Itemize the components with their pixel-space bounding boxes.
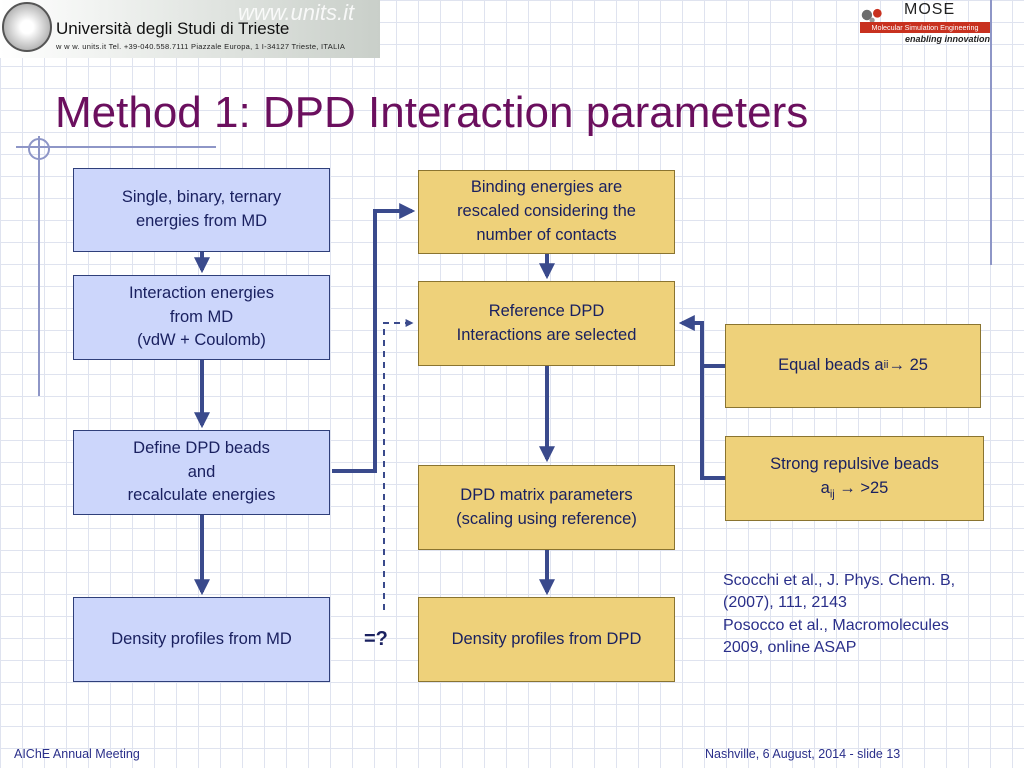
university-contact: w w w. units.it Tel. +39-040.558.7111 Pi… bbox=[56, 42, 346, 51]
mose-mark-icon bbox=[861, 8, 882, 23]
arrow-beads-to-binding bbox=[332, 203, 416, 473]
slide-title: Method 1: DPD Interaction parameters bbox=[55, 88, 809, 137]
box-reference-dpd: Reference DPD Interactions are selected bbox=[418, 281, 675, 366]
url-watermark: www.units.it bbox=[238, 0, 355, 25]
box-strong-repulsive: Strong repulsive beads aij → >25 bbox=[725, 436, 984, 521]
university-name: Università degli Studi di Trieste bbox=[56, 19, 290, 38]
strong-repulsive-line2: aij → >25 bbox=[821, 477, 889, 503]
equal-beads-prefix: Equal beads a bbox=[778, 356, 884, 375]
footer-meeting: AIChE Annual Meeting bbox=[14, 747, 140, 761]
equal-beads-subscript: ii bbox=[883, 359, 889, 372]
dashed-arrow-to-reference bbox=[383, 319, 414, 610]
strong-repulsive-line1: Strong repulsive beads bbox=[770, 455, 939, 474]
box-density-md: Density profiles from MD bbox=[73, 597, 330, 682]
strong-repulsive-subscript: ij bbox=[829, 488, 835, 501]
decorative-vertical-line bbox=[990, 0, 992, 265]
comparison-symbol: =? bbox=[364, 628, 388, 650]
reference-note: Scocchi et al., J. Phys. Chem. B, (2007)… bbox=[723, 572, 956, 657]
box-density-dpd: Density profiles from DPD bbox=[418, 597, 675, 682]
title-vertical-rule bbox=[38, 136, 40, 396]
box-md-energies: Single, binary, ternary energies from MD bbox=[73, 168, 330, 252]
box-interaction-energies: Interaction energies from MD (vdW + Coul… bbox=[73, 275, 330, 360]
box-binding-energies: Binding energies are rescaled considerin… bbox=[418, 170, 675, 254]
line-strong-beads-join bbox=[700, 366, 725, 480]
title-underline bbox=[16, 146, 216, 148]
lab-name: MOSE bbox=[904, 1, 956, 18]
strong-repulsive-prefix: a bbox=[820, 479, 830, 498]
box-define-beads: Define DPD beads and recalculate energie… bbox=[73, 430, 330, 515]
title-circle-ornament bbox=[28, 138, 50, 160]
arrow-equal-beads-to-reference bbox=[678, 315, 725, 368]
box-matrix-parameters: DPD matrix parameters (scaling using ref… bbox=[418, 465, 675, 550]
university-seal-icon bbox=[2, 2, 52, 52]
lab-subtitle: Molecular Simulation Engineering bbox=[860, 22, 990, 33]
header-band bbox=[0, 0, 380, 58]
lab-tagline: enabling innovation bbox=[905, 34, 990, 44]
equal-beads-suffix: → 25 bbox=[888, 356, 928, 375]
strong-repulsive-suffix: → >25 bbox=[834, 479, 889, 498]
mose-logo: MOSE Molecular Simulation Engineering en… bbox=[860, 0, 990, 46]
footer-slide-info: Nashville, 6 August, 2014 - slide 13 bbox=[705, 747, 901, 761]
